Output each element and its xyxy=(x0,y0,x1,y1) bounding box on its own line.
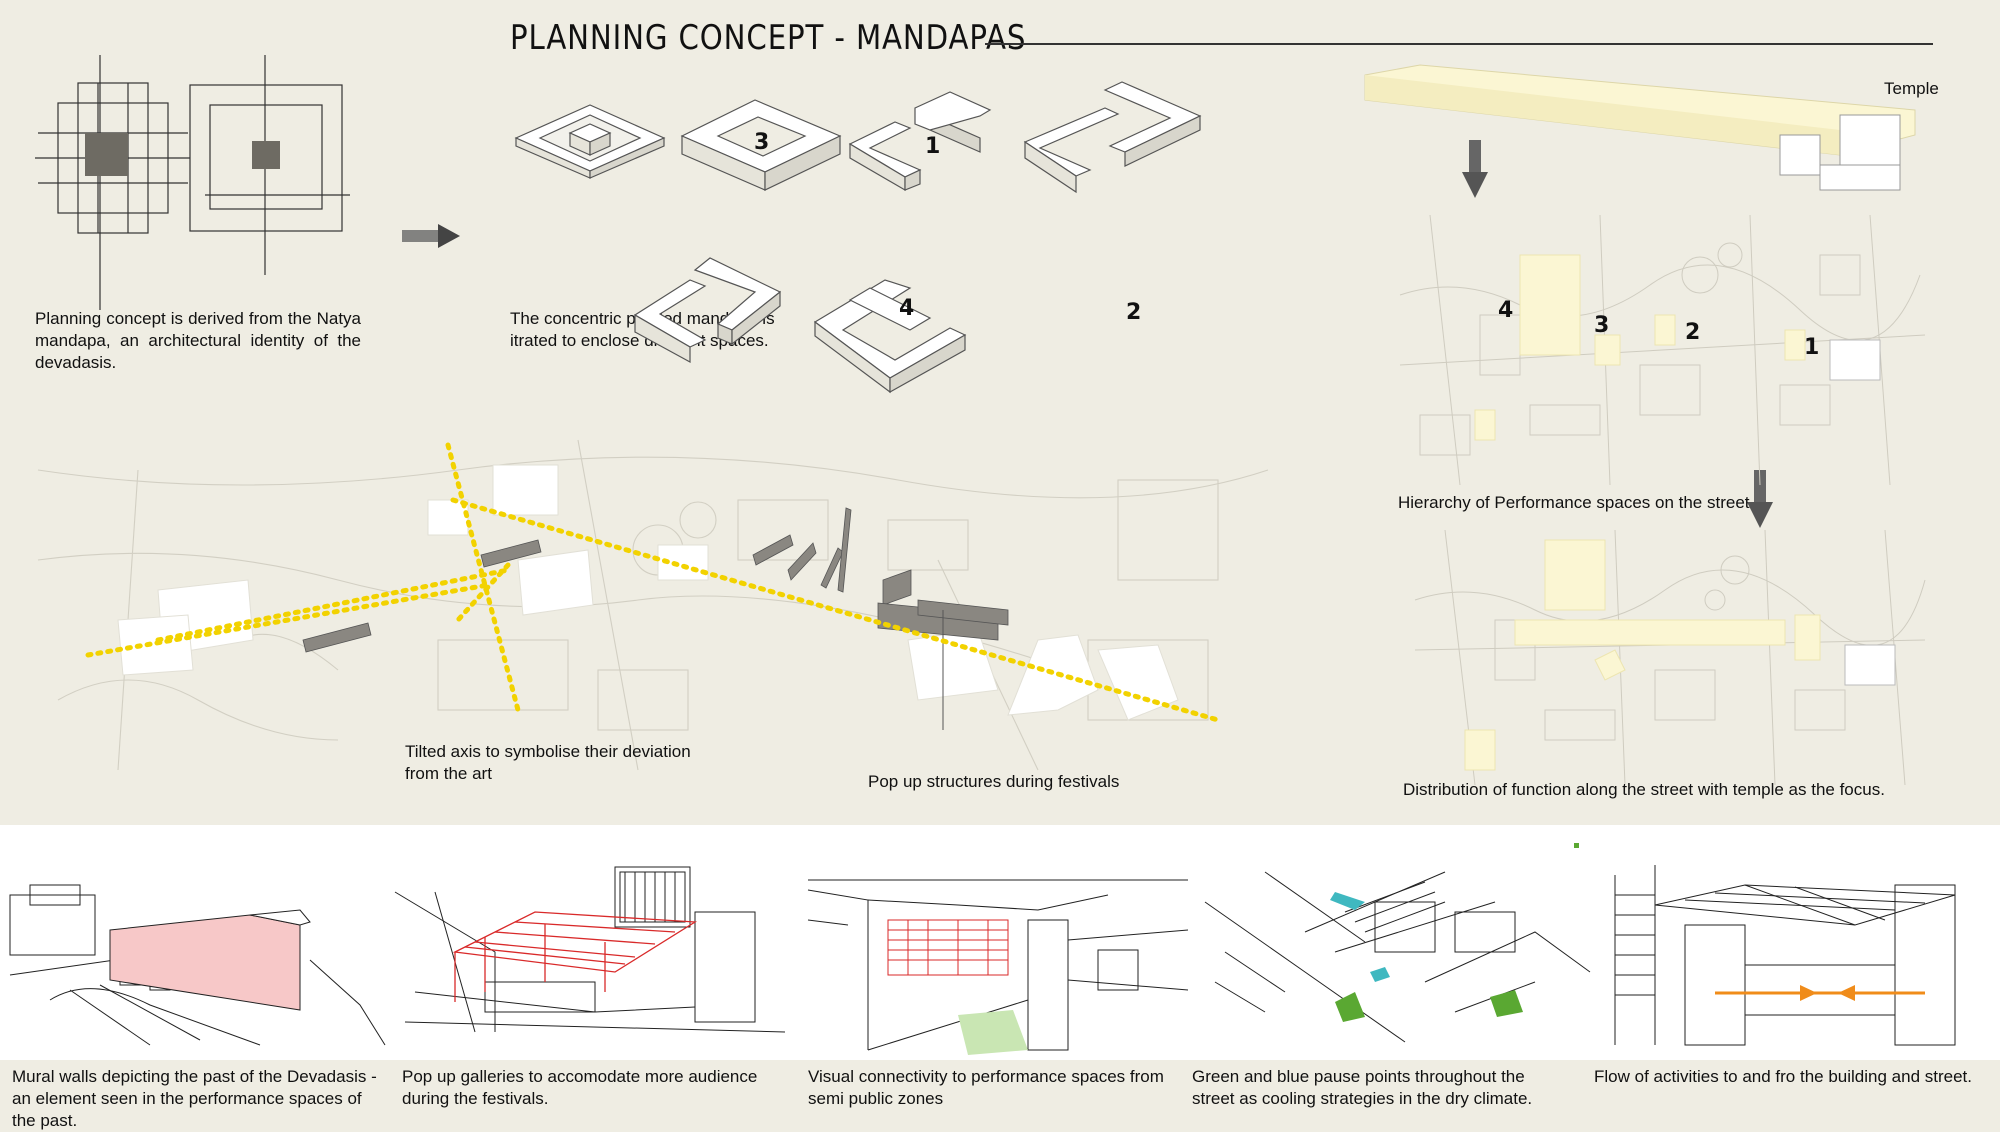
panel-caption-2: Pop up galleries to accomodate more audi… xyxy=(402,1067,758,1108)
popup-caption: Pop up structures during festivals xyxy=(868,772,1120,791)
map-number-3: 3 xyxy=(1594,313,1610,338)
temple-label: Temple xyxy=(1884,79,1939,98)
down-arrow-icon xyxy=(1462,140,1488,198)
down-arrow-icon xyxy=(1747,470,1773,528)
map-number-1: 1 xyxy=(1804,335,1820,360)
panel-caption-4: Green and blue pause points throughout t… xyxy=(1192,1067,1533,1108)
panel-popup-gallery xyxy=(394,866,786,1033)
panel-flow-activities xyxy=(1614,865,1956,1046)
site-axis-map xyxy=(37,439,1269,771)
mandapa-grid-diagram xyxy=(35,55,350,310)
title-underline xyxy=(985,43,1933,45)
street-map-distribution xyxy=(1414,529,1926,786)
hierarchy-caption: Hierarchy of Performance spaces on the s… xyxy=(1398,493,1750,512)
block-number-4: 4 xyxy=(899,296,915,321)
concept-text-1: Planning concept is derived from the Nat… xyxy=(35,309,361,372)
street-map-hierarchy xyxy=(1399,214,1926,486)
tilted-axis-caption: Tilted axis to symbolise their deviation… xyxy=(405,742,691,783)
block-number-2: 2 xyxy=(1126,300,1142,325)
panel-caption-5: Flow of activities to and fro the buildi… xyxy=(1594,1067,1972,1086)
panel-caption-1: Mural walls depicting the past of the De… xyxy=(12,1067,377,1130)
distribution-caption: Distribution of function along the stree… xyxy=(1403,780,1885,799)
map-number-4: 4 xyxy=(1498,298,1514,323)
right-arrow-icon xyxy=(402,224,460,248)
panel-green-blue-pause xyxy=(1204,871,1591,1043)
block-number-3: 3 xyxy=(754,130,770,155)
block-number-1: 1 xyxy=(925,134,941,159)
panel-caption-3: Visual connectivity to performance space… xyxy=(808,1067,1164,1108)
panel-mural-walls xyxy=(9,884,386,1046)
street-block-model xyxy=(1364,64,1916,191)
map-number-2: 2 xyxy=(1685,320,1701,345)
page-title: PLANNING CONCEPT - MANDAPAS xyxy=(510,18,1027,58)
green-marker xyxy=(1574,843,1579,848)
mandapa-blocks xyxy=(514,81,1202,394)
panel-visual-connectivity xyxy=(807,879,1189,1055)
